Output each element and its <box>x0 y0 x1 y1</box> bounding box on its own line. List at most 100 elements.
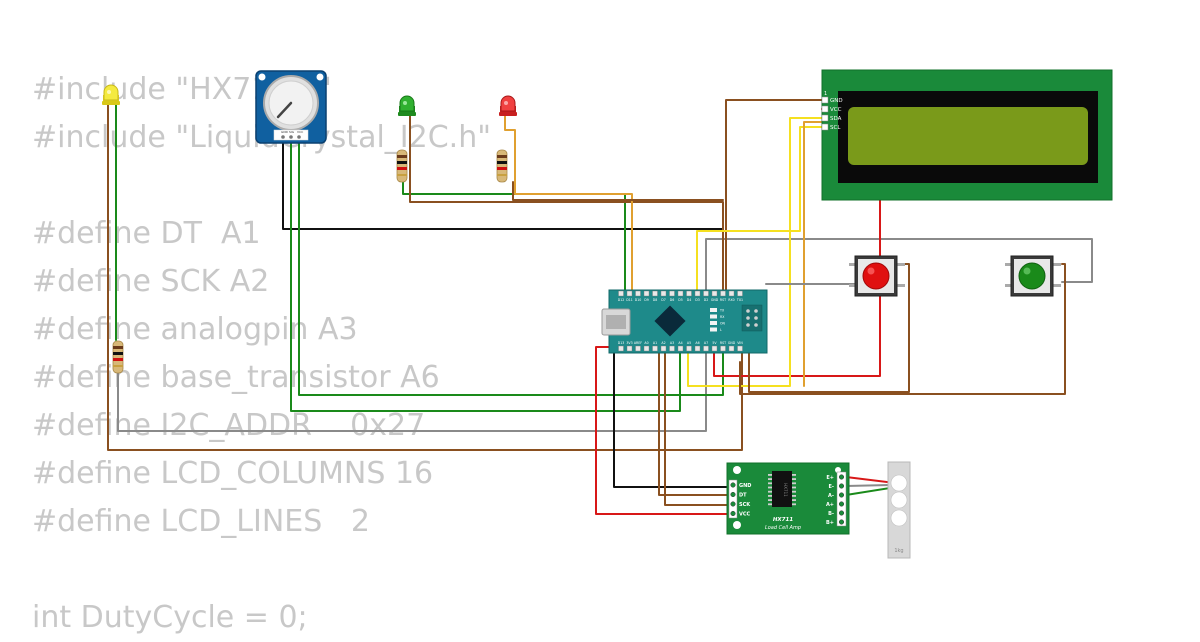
nano-pin[interactable] <box>677 290 684 297</box>
lcd-pin[interactable] <box>821 105 829 113</box>
nano-pin[interactable] <box>720 290 726 297</box>
nano-pin[interactable] <box>643 345 650 352</box>
nano-pin[interactable] <box>618 290 624 297</box>
hx711-pin[interactable] <box>730 491 736 498</box>
hx711-pin[interactable] <box>838 519 845 525</box>
nano-pin[interactable] <box>618 345 624 352</box>
chip-leg <box>792 503 796 506</box>
pin-label: VIN <box>737 341 743 345</box>
nano-pin[interactable] <box>694 345 701 352</box>
nano-pin[interactable] <box>635 345 641 352</box>
nano-pin[interactable] <box>652 345 658 352</box>
chip-leg <box>792 482 796 485</box>
wire-green[interactable] <box>298 137 724 396</box>
pushbutton-green[interactable] <box>1005 255 1061 297</box>
hx711-pin[interactable] <box>838 483 845 489</box>
pin-label: GND <box>830 98 843 104</box>
led-red[interactable] <box>499 95 517 116</box>
wire-red[interactable] <box>595 346 730 515</box>
lcd-pin[interactable] <box>821 123 829 131</box>
resistor <box>112 340 124 374</box>
wire-black[interactable] <box>613 351 730 488</box>
chip-leg <box>768 490 772 493</box>
pin-label: A3 <box>670 341 674 345</box>
hx711-subtitle: Load Cell Amp <box>765 525 801 531</box>
pin-label: GND <box>711 298 719 302</box>
chip-leg <box>768 486 772 489</box>
lcd-pin[interactable] <box>821 114 829 122</box>
pin-label: VCC <box>830 107 842 113</box>
nano-pin[interactable] <box>728 290 735 297</box>
pin-label: A1 <box>653 341 657 345</box>
nano-pin[interactable] <box>660 290 667 297</box>
pushbutton-red[interactable] <box>849 255 905 297</box>
pin-label: L <box>720 328 722 332</box>
pin-label: D12 <box>618 298 625 302</box>
wire-yellow[interactable] <box>687 117 823 387</box>
nano-pin[interactable] <box>720 345 726 352</box>
nano-pin[interactable] <box>677 345 684 352</box>
nano-pin[interactable] <box>669 290 675 297</box>
lcd-pin[interactable] <box>821 96 829 104</box>
wire-orange[interactable] <box>803 121 823 387</box>
pin-label: D8 <box>653 298 657 302</box>
led-yellow[interactable] <box>102 84 120 105</box>
wire-brown[interactable] <box>409 112 724 293</box>
wire-red[interactable] <box>845 476 896 484</box>
nano-pin[interactable] <box>686 345 692 352</box>
nano-pin[interactable] <box>635 290 641 297</box>
wire-brown[interactable] <box>664 351 730 506</box>
hx711-pin[interactable] <box>730 482 736 488</box>
nano-pin[interactable] <box>703 345 709 352</box>
hx711-pin[interactable] <box>838 474 845 480</box>
pin-label: TX1 <box>736 298 743 302</box>
nano-pin[interactable] <box>660 345 667 352</box>
hx711-pin[interactable] <box>730 510 736 517</box>
nano-pin[interactable] <box>626 290 633 297</box>
nano-pin[interactable] <box>737 290 743 297</box>
chip-leg <box>792 490 796 493</box>
nano-pin[interactable] <box>711 290 718 297</box>
nano-pin[interactable] <box>626 345 633 352</box>
code-line: #include "LiquidCrystal_I2C.h" <box>32 120 492 155</box>
wire-brown[interactable] <box>658 351 730 496</box>
pin-label: RX0 <box>728 298 734 302</box>
hx711-pin[interactable] <box>838 510 845 516</box>
wire-orange[interactable] <box>504 112 633 293</box>
hx711-pin[interactable] <box>838 492 845 498</box>
potentiometer[interactable]: GND SIG VCC <box>255 70 327 144</box>
wire-yellow[interactable] <box>696 126 823 293</box>
nano-pin[interactable] <box>643 290 650 297</box>
pin-label: D4 <box>687 298 691 302</box>
wire-gray[interactable] <box>845 484 893 487</box>
nano-pin[interactable] <box>669 345 675 352</box>
nano-pin[interactable] <box>728 345 735 352</box>
load-cell[interactable]: 1kg <box>887 461 911 559</box>
wire-brown[interactable] <box>512 181 724 201</box>
resistor <box>496 149 508 183</box>
wire-green[interactable] <box>290 137 681 412</box>
code-line: #define LCD_LINES 2 <box>32 504 370 539</box>
wire-gray[interactable] <box>117 238 1093 432</box>
nano-pin[interactable] <box>711 345 718 352</box>
chip-leg <box>768 495 772 497</box>
wire-brown[interactable] <box>107 104 743 451</box>
nano-pin[interactable] <box>703 290 709 297</box>
wire-brown[interactable] <box>748 263 910 393</box>
wire-brown[interactable] <box>725 99 823 293</box>
pin-label: DT <box>739 493 747 499</box>
nano-pin[interactable] <box>686 290 692 297</box>
wire-brown[interactable] <box>739 263 1066 395</box>
hx711-pin[interactable] <box>730 501 736 507</box>
pin-label: 5V <box>712 341 717 345</box>
led-green[interactable] <box>398 95 416 116</box>
hx711-pin[interactable] <box>838 501 845 507</box>
nano-pin[interactable] <box>737 345 743 352</box>
nano-pin[interactable] <box>652 290 658 297</box>
nano-pin[interactable] <box>694 290 701 297</box>
